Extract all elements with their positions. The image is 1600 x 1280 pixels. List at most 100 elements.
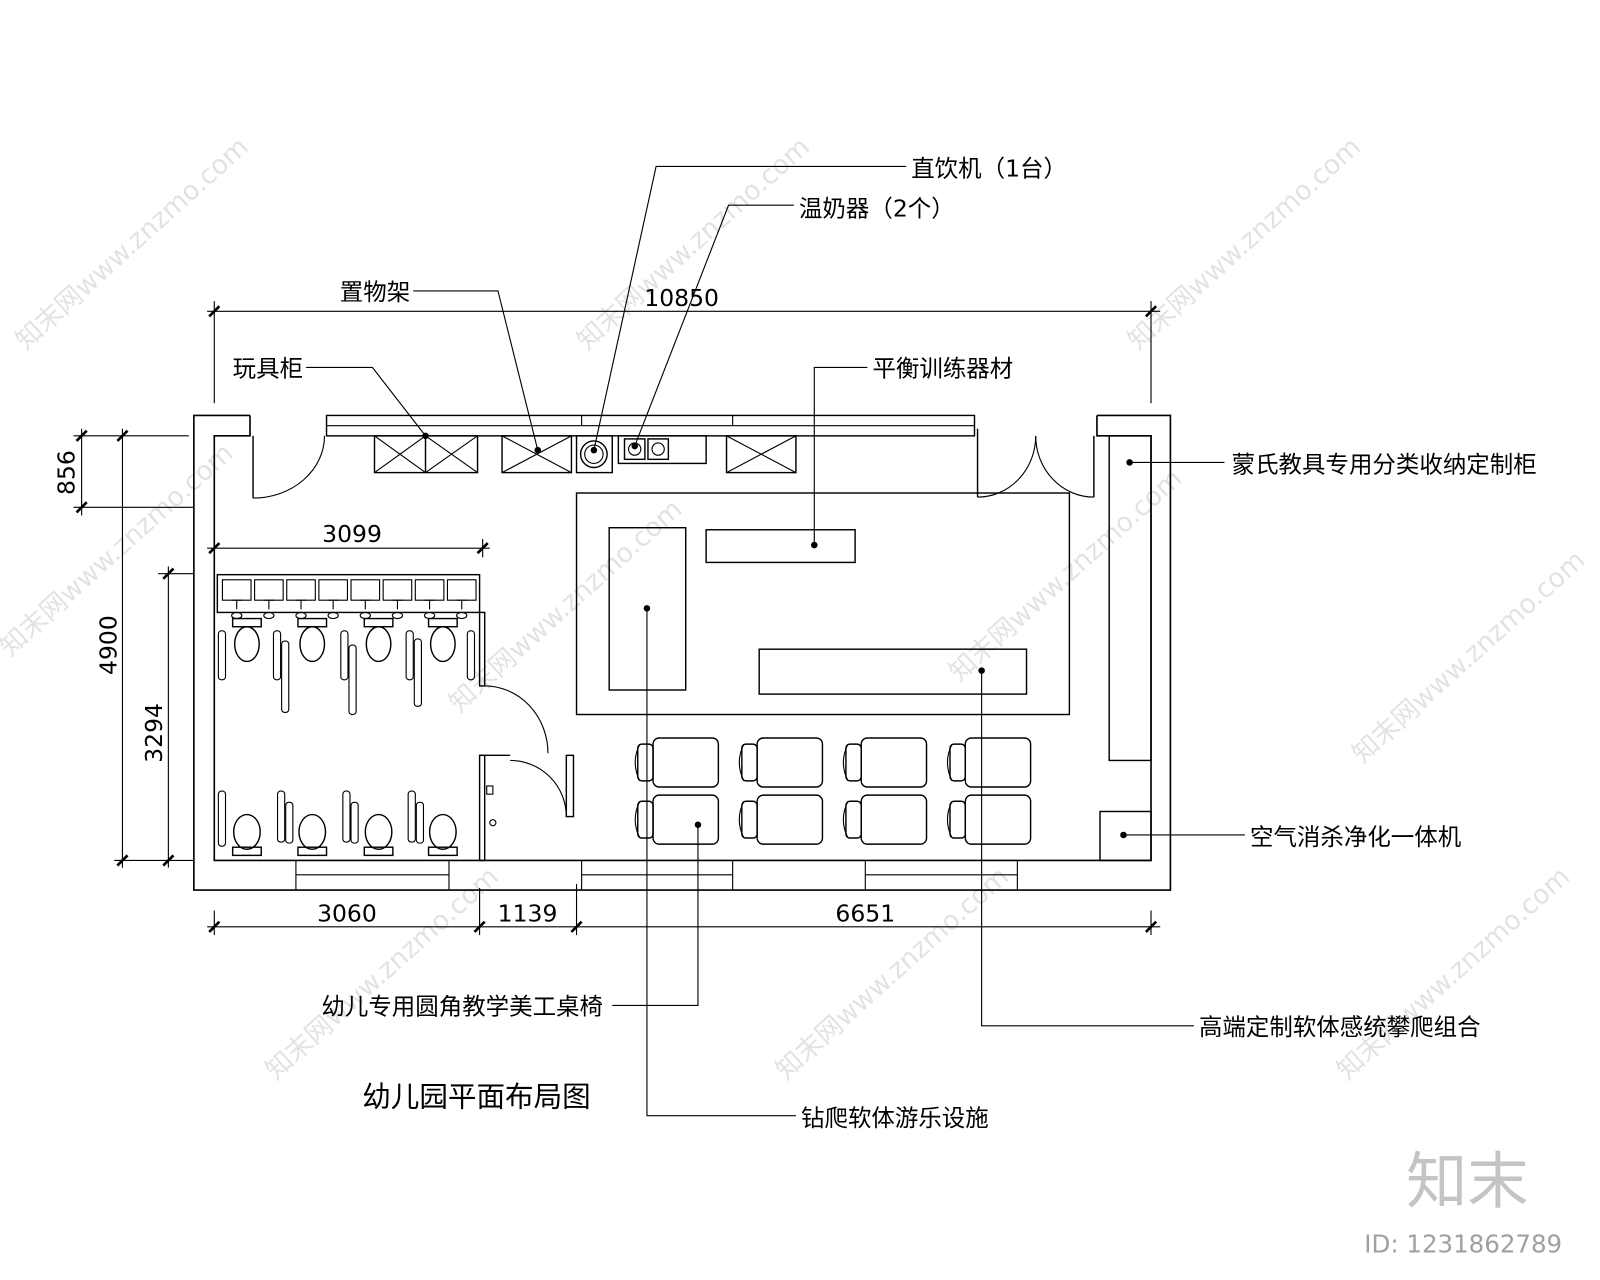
label-balance-equipment: 平衡训练器材 [872,355,1013,383]
wash-basin [446,579,477,620]
label-air-purifier: 空气消杀净化一体机 [1250,823,1461,851]
chair-back [946,743,953,782]
washroom [216,573,575,862]
toilet-bowl [232,813,261,850]
toilet [297,813,328,857]
bottom-window-3 [864,860,1018,891]
faucet-head [391,611,404,620]
cabinet-outline [725,435,797,474]
chair-seat [637,800,654,839]
toilet-tank [363,846,394,857]
stall-partition [276,790,286,843]
label-water-dispenser: 直饮机（1台） [911,155,1067,183]
faucet-head [263,611,275,620]
table [652,794,720,845]
chair-back [634,801,641,839]
washroom-partition [478,611,486,687]
table [860,737,928,788]
water-dispenser [575,435,613,474]
label-crawl-facility: 钻爬软体游乐设施 [801,1104,989,1132]
image-id-text: ID: 1231862789 [1364,1229,1562,1258]
door-swing-arc [977,435,1037,498]
dim-total-depth: 4900 [94,615,122,675]
dimension-tick [208,920,221,933]
stall-partition [413,638,422,707]
watermark-text: 知末网www.znzmo.com [770,861,1015,1086]
stall-partition [217,630,227,681]
stall-partition [281,640,290,714]
faucet-head [295,611,307,620]
leader-dot [978,667,985,674]
chair-seat [741,800,758,839]
stall-partition [342,790,351,843]
entrance-door-right [976,428,1095,498]
faucet-head [456,611,468,620]
tables-and-chairs [634,737,1032,845]
toilet-tank [231,617,262,628]
dispenser-basin-inner [584,444,604,464]
cabinet-cross [726,435,797,474]
toilet [231,813,262,857]
chair-back [842,801,849,839]
stall-partition [285,801,294,844]
dispenser-outline [575,435,613,474]
warmer-well [651,442,665,456]
dimension-tick [476,542,489,555]
bottom-window-2 [581,860,734,891]
wash-basin [221,579,252,620]
watermark-text: 知末网www.znzmo.com [1331,861,1576,1086]
walls [193,414,1172,891]
leader-toy-cabinet [306,366,426,437]
table [756,794,824,845]
brand-logo-text: 知末 [1406,1146,1528,1217]
chair-back [634,743,641,782]
dimension-tick [162,854,175,867]
faucet-head [423,611,436,620]
utility-room-wall [478,754,486,862]
milk-warmer [617,435,707,465]
table [964,794,1032,845]
door-swing-arc [253,435,326,499]
faucet-head [231,611,243,620]
dim-washroom-width: 3099 [322,520,382,548]
dim-washroom-depth: 3294 [140,703,168,763]
wash-basin [350,579,381,620]
dispenser-basin [579,440,608,469]
stall-partition [466,630,476,681]
basin-cell [414,579,445,601]
dimension-tick [116,854,129,867]
storage-shelf [501,435,573,474]
warmer-unit [647,438,670,461]
label-tables-chairs: 幼儿专用圆角教学美工桌椅 [321,993,603,1021]
leader-water-dispenser [593,165,907,451]
toilet-bowl [233,626,260,663]
table-set [738,794,824,845]
watermark-text: 知末网www.znzmo.com [571,131,816,356]
wash-basin [318,579,349,620]
label-climbing-combo: 高端定制软体感统攀爬组合 [1199,1013,1481,1041]
chair-back [946,801,953,839]
table [652,737,720,788]
dimension-tick [570,920,583,933]
warmer-unit [623,438,646,461]
switch-symbol [486,785,494,795]
dimensions: 10850 856 4900 3294 3099 3060 1139 6651 [52,284,1161,935]
label-montessori-cabinet: 蒙氏教具专用分类收纳定制柜 [1232,451,1537,479]
toilet-bowl [299,626,326,663]
stall-partition [217,790,227,847]
utility-door-arc [510,759,567,817]
dim-bottom-middle: 1139 [498,900,558,928]
dimension-tick [1144,305,1158,318]
label-toy-cabinet: 玩具柜 [233,355,303,383]
stall-partition [340,630,349,681]
table-set [842,794,928,845]
leader-milk-warmer [634,204,794,447]
leader-crawl-facility [646,608,796,1117]
shelf-cross [501,435,572,474]
play-area-outline [575,492,1071,716]
dimension-tick [473,920,486,933]
chair-back [842,743,849,782]
leader-tables-chairs [612,824,699,1006]
dim-top-depth: 856 [52,450,80,495]
dimension-tick [1144,920,1158,933]
